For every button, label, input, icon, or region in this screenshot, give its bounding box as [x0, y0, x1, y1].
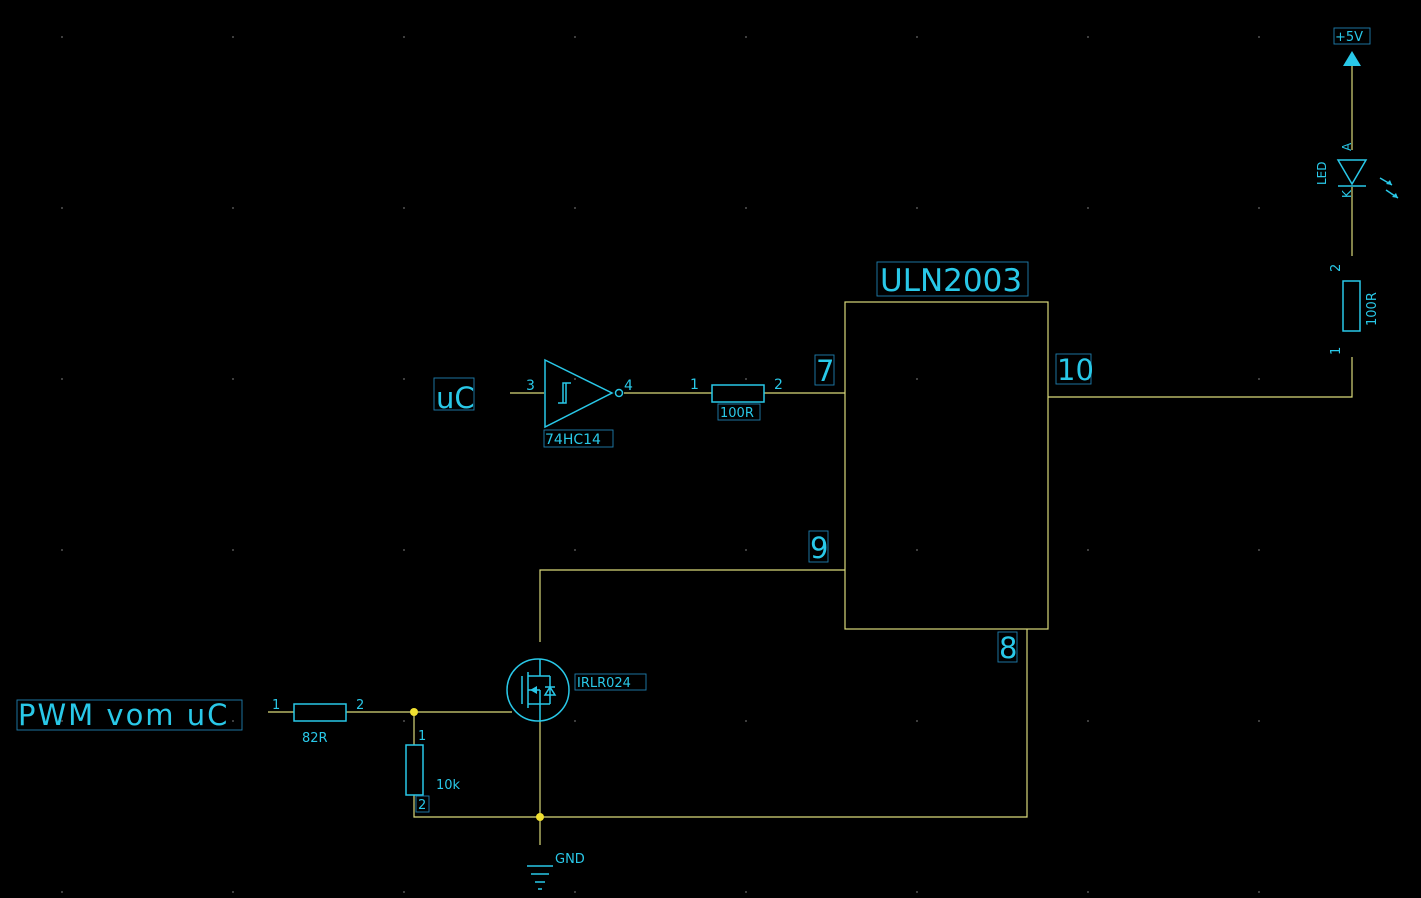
- r2-pin2: 2: [1329, 264, 1344, 272]
- r2-value: 100R: [1365, 292, 1380, 326]
- ground-symbol[interactable]: GND: [527, 852, 585, 890]
- grid-dot: [745, 36, 747, 38]
- grid-dot: [61, 720, 63, 722]
- grid-dot: [574, 891, 576, 893]
- grid-dot: [232, 891, 234, 893]
- grid-dot: [61, 207, 63, 209]
- grid-dot: [61, 549, 63, 551]
- grid-dot: [61, 36, 63, 38]
- mosfet-part-label: IRLR024: [577, 676, 631, 691]
- grid-dot: [916, 207, 918, 209]
- led-name-label: LED: [1315, 161, 1329, 185]
- grid-dot: [1258, 378, 1260, 380]
- led-cathode-label: K: [1340, 189, 1354, 198]
- grid-dot: [1258, 207, 1260, 209]
- grid-dot: [574, 207, 576, 209]
- r1-value: 100R: [720, 406, 754, 421]
- grid-dot: [403, 720, 405, 722]
- junction-dot: [536, 813, 544, 821]
- r1-pin2: 2: [774, 377, 783, 393]
- pin-9-label: 9: [810, 531, 828, 565]
- r1-pin1: 1: [690, 377, 699, 393]
- r2-pin1: 1: [1329, 347, 1344, 355]
- grid-dot: [1258, 36, 1260, 38]
- grid-dot: [916, 891, 918, 893]
- grid-dot: [232, 720, 234, 722]
- resistor-10k[interactable]: 1 2 10k: [405, 729, 461, 813]
- r4-pin2: 2: [418, 798, 426, 813]
- grid-dots: [61, 36, 1260, 893]
- grid-dot: [916, 36, 918, 38]
- wire-r4-to-gnd: [413, 629, 1028, 818]
- uc-net-label: uC: [436, 381, 475, 415]
- grid-dot: [745, 549, 747, 551]
- grid-dot: [1258, 720, 1260, 722]
- grid-dot: [574, 549, 576, 551]
- grid-dot: [574, 36, 576, 38]
- led-anode-label: A: [1340, 142, 1354, 151]
- resistor-100r-series[interactable]: 1 2 100R: [690, 377, 783, 421]
- grid-dot: [916, 549, 918, 551]
- grid-dot: [916, 720, 918, 722]
- grid-dot: [232, 36, 234, 38]
- r3-value: 82R: [302, 731, 328, 746]
- junction-dot: [410, 708, 418, 716]
- led[interactable]: A K LED: [1315, 142, 1399, 199]
- ic-name: ULN2003: [880, 263, 1022, 299]
- grid-dot: [403, 378, 405, 380]
- r4-value: 10k: [436, 778, 461, 793]
- grid-dot: [232, 549, 234, 551]
- wire-pin10-to-r2: [1048, 357, 1353, 398]
- grid-dot: [574, 720, 576, 722]
- grid-dot: [745, 207, 747, 209]
- supply-5v[interactable]: +5V: [1333, 27, 1371, 66]
- grid-dot: [61, 378, 63, 380]
- supply-label: +5V: [1335, 30, 1363, 45]
- grid-dot: [403, 891, 405, 893]
- pin-7-label: 7: [816, 354, 834, 388]
- grid-dot: [1087, 549, 1089, 551]
- r3-pin2: 2: [356, 698, 364, 713]
- grid-dot: [745, 378, 747, 380]
- grid-dot: [403, 549, 405, 551]
- grid-dot: [916, 378, 918, 380]
- inverter-74hc14[interactable]: 3 4 74HC14: [526, 358, 633, 448]
- grid-dot: [232, 207, 234, 209]
- inverter-pin-out: 4: [624, 378, 633, 394]
- grid-dot: [1087, 891, 1089, 893]
- grid-dot: [403, 36, 405, 38]
- r4-pin1: 1: [418, 729, 426, 744]
- pin-8-label: 8: [999, 631, 1017, 665]
- grid-dot: [1087, 207, 1089, 209]
- grid-dot: [1258, 549, 1260, 551]
- grid-dot: [1087, 36, 1089, 38]
- wire-pin9-to-drain: [539, 569, 845, 642]
- r3-pin1: 1: [272, 698, 280, 713]
- pwm-net-label: PWM vom uC: [18, 698, 229, 732]
- ic-body: [844, 301, 1049, 630]
- grid-dot: [1087, 378, 1089, 380]
- grid-dot: [61, 891, 63, 893]
- ground-label: GND: [555, 852, 585, 867]
- grid-dot: [574, 378, 576, 380]
- uln2003-ic[interactable]: ULN2003 7 10 9 8: [808, 261, 1094, 665]
- grid-dot: [1087, 720, 1089, 722]
- resistor-82r[interactable]: 1 2 82R: [272, 698, 364, 746]
- resistor-100r-led[interactable]: 2 1 100R: [1329, 264, 1380, 355]
- inverter-part-label: 74HC14: [545, 432, 601, 448]
- grid-dot: [1258, 891, 1260, 893]
- mosfet-irlr024[interactable]: IRLR024: [506, 658, 647, 722]
- wires: [268, 66, 1353, 845]
- grid-dot: [745, 720, 747, 722]
- grid-dot: [403, 207, 405, 209]
- pin-10-label: 10: [1057, 353, 1094, 387]
- grid-dot: [232, 378, 234, 380]
- grid-dot: [745, 891, 747, 893]
- inverter-pin-in: 3: [526, 378, 535, 394]
